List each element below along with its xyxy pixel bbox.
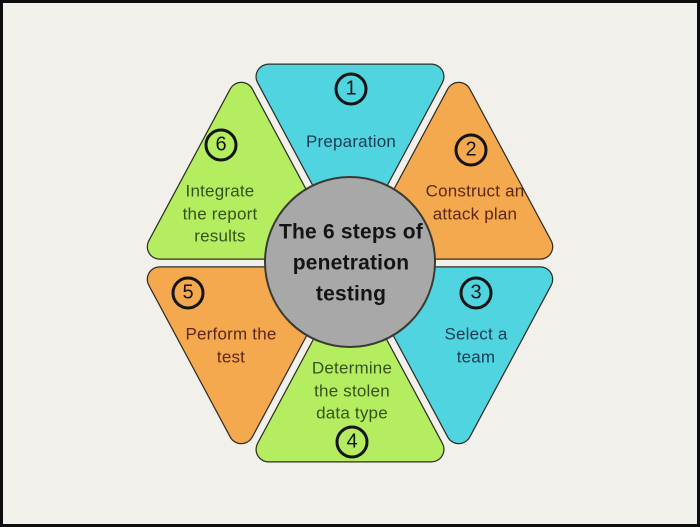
step-6-number: 6 bbox=[215, 133, 227, 156]
center-circle bbox=[263, 176, 437, 349]
step-3-label: Select a team bbox=[444, 324, 508, 367]
step-2-label: Construct an attack plan bbox=[425, 181, 525, 224]
step-1-label: Preparation bbox=[305, 131, 397, 151]
step-5-label: Perform the test bbox=[185, 324, 277, 367]
step-5-triangle bbox=[146, 266, 336, 445]
step-2-number: 2 bbox=[465, 138, 477, 161]
step-3-triangle-fill bbox=[365, 267, 553, 444]
step-2-number-badge: 2 bbox=[454, 133, 488, 167]
step-2-triangle-fill bbox=[365, 82, 553, 259]
step-3-triangle bbox=[364, 266, 554, 445]
step-4-number-badge: 4 bbox=[335, 425, 369, 459]
step-4-label: Determine the stolen data type bbox=[311, 358, 393, 423]
step-3-number: 3 bbox=[470, 281, 482, 304]
step-4-number: 4 bbox=[346, 430, 358, 453]
step-6-label: Integrate the report results bbox=[182, 181, 258, 246]
step-5-triangle-fill bbox=[147, 267, 335, 444]
diagram-title: The 6 steps of penetration testing bbox=[279, 220, 423, 306]
step-3-number-badge: 3 bbox=[459, 276, 493, 310]
diagram-canvas bbox=[146, 63, 554, 463]
step-2-triangle bbox=[364, 81, 554, 260]
step-6-triangle bbox=[146, 81, 336, 260]
step-5-number: 5 bbox=[182, 281, 194, 304]
step-6-triangle-fill bbox=[147, 82, 335, 259]
step-5-number-badge: 5 bbox=[171, 276, 205, 310]
step-6-number-badge: 6 bbox=[204, 128, 238, 162]
step-1-number: 1 bbox=[345, 77, 357, 100]
step-1-number-badge: 1 bbox=[334, 72, 368, 106]
